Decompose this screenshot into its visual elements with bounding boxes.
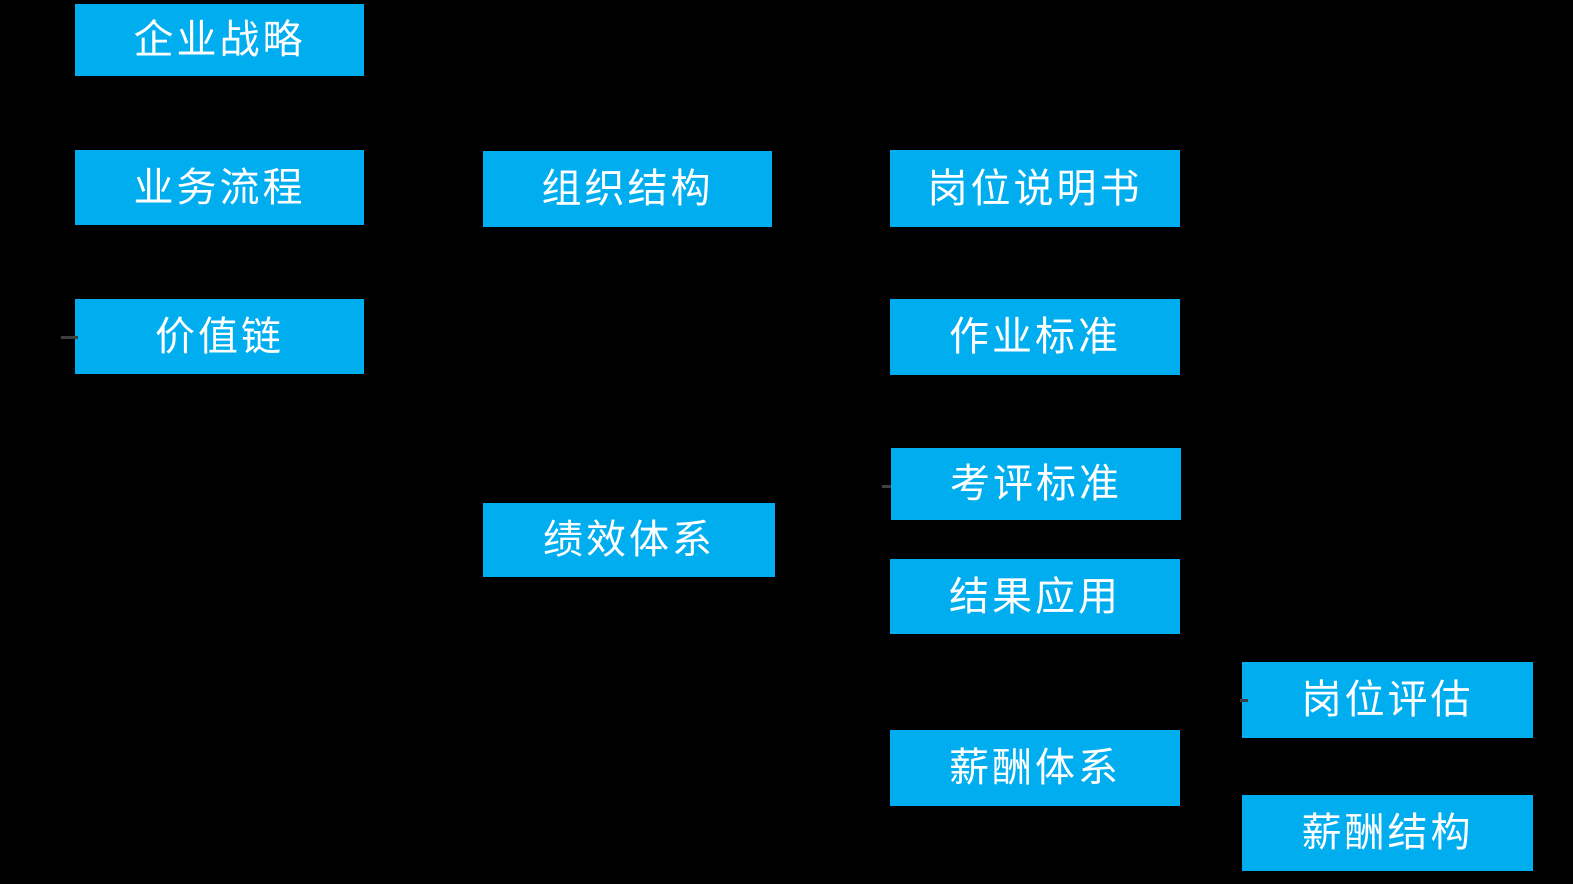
node-organization-structure: 组织结构 [483, 151, 772, 227]
node-label: 业务流程 [133, 165, 306, 210]
node-performance-system: 绩效体系 [483, 503, 775, 577]
node-label: 结果应用 [949, 574, 1121, 619]
node-appraisal-standards: 考评标准 [891, 448, 1181, 520]
node-label: 绩效体系 [543, 518, 715, 562]
connector-stub [882, 485, 891, 488]
node-label: 组织结构 [541, 167, 714, 211]
node-label: 价值链 [155, 314, 284, 359]
node-results-application: 结果应用 [890, 559, 1180, 634]
node-job-description: 岗位说明书 [890, 150, 1180, 227]
node-label: 岗位评估 [1301, 678, 1474, 722]
node-label: 作业标准 [949, 315, 1121, 359]
connector-stub [1240, 699, 1248, 702]
node-job-evaluation: 岗位评估 [1242, 662, 1533, 738]
connector-stub [61, 336, 78, 339]
node-label: 薪酬结构 [1301, 811, 1474, 855]
node-label: 岗位说明书 [927, 166, 1143, 211]
node-enterprise-strategy: 企业战略 [75, 4, 364, 76]
node-label: 薪酬体系 [949, 746, 1121, 790]
node-label: 企业战略 [133, 18, 306, 62]
node-label: 考评标准 [950, 462, 1122, 506]
node-work-standards: 作业标准 [890, 299, 1180, 375]
node-compensation-system: 薪酬体系 [890, 730, 1180, 806]
node-salary-structure: 薪酬结构 [1242, 795, 1533, 871]
node-value-chain: 价值链 [75, 299, 364, 374]
node-business-process: 业务流程 [75, 150, 364, 225]
